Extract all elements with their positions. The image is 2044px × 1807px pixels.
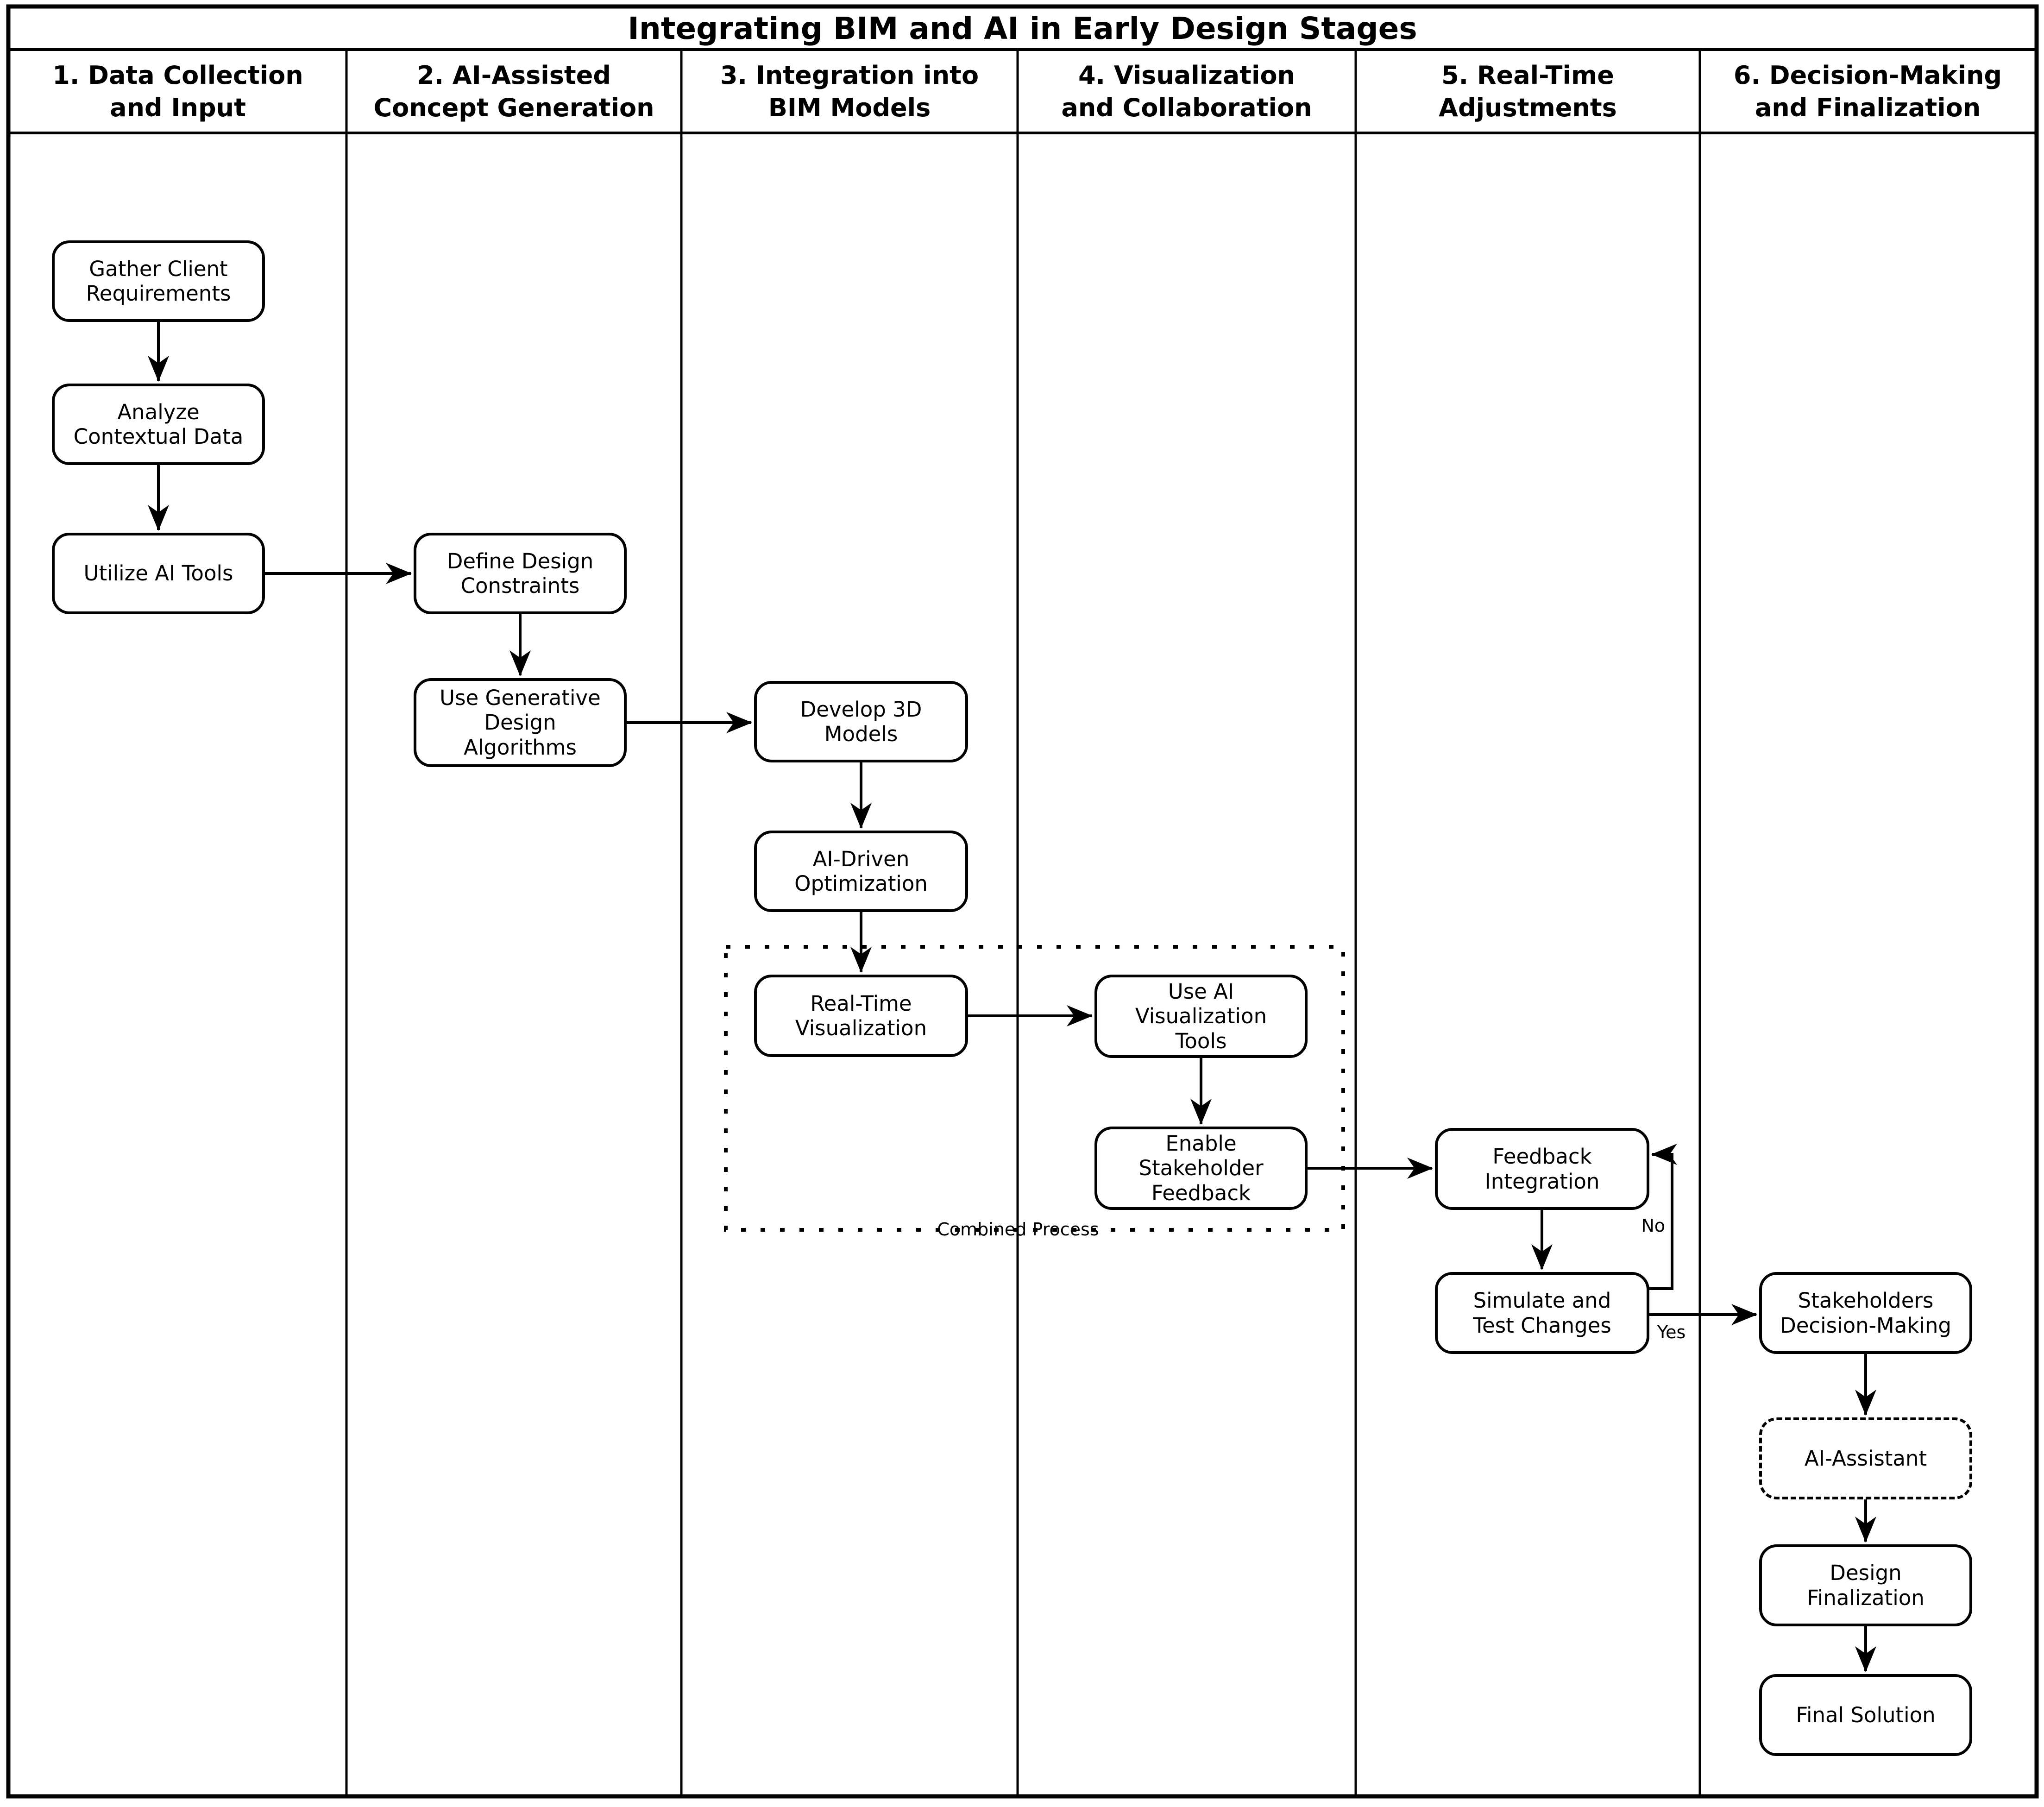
lane-header-decision-making: 6. Decision-Making and Finalization — [1733, 60, 2002, 122]
node-feedback-integration: Feedback Integration — [1435, 1128, 1649, 1210]
lane-header-data-collection: 1. Data Collection and Input — [52, 60, 303, 122]
node-enable-stakeholder-feedback: Enable Stakeholder Feedback — [1094, 1127, 1308, 1210]
node-use-generative-design-algorithms: Use Generative Design Algorithms — [414, 678, 627, 767]
node-use-ai-visualization-tools: Use AI Visualization Tools — [1094, 975, 1308, 1058]
node-develop-3d-models: Develop 3D Models — [754, 681, 968, 762]
node-simulate-and-test-changes: Simulate and Test Changes — [1435, 1272, 1649, 1354]
node-stakeholders-decision-making: Stakeholders Decision-Making — [1759, 1272, 1972, 1354]
node-utilize-ai-tools: Utilize AI Tools — [52, 533, 265, 614]
edge-simulate-no-loop-to-feedback — [1649, 1144, 1677, 1290]
combined-process-group-box — [724, 945, 1345, 1232]
combined-process-label: Combined Process — [937, 1219, 1099, 1240]
outer-frame — [6, 4, 2039, 1799]
node-ai-driven-optimization: AI-Driven Optimization — [754, 831, 968, 912]
diagram-title: Integrating BIM and AI in Early Design S… — [628, 11, 1417, 46]
node-real-time-visualization: Real-Time Visualization — [754, 975, 968, 1057]
lane-header-visualization: 4. Visualization and Collaboration — [1061, 60, 1312, 122]
node-design-finalization: Design Finalization — [1759, 1544, 1972, 1626]
node-gather-client-requirements: Gather Client Requirements — [52, 240, 265, 322]
lane-header-concept-generation: 2. AI-Assisted Concept Generation — [373, 60, 654, 122]
node-define-design-constraints: Define Design Constraints — [414, 533, 627, 614]
yes-branch-label: Yes — [1657, 1322, 1686, 1342]
lane-header-realtime-adjustments: 5. Real-Time Adjustments — [1439, 60, 1617, 122]
lane-header-bim-integration: 3. Integration into BIM Models — [720, 60, 979, 122]
node-final-solution: Final Solution — [1759, 1674, 1972, 1756]
no-branch-label: No — [1641, 1215, 1665, 1236]
node-ai-assistant: AI-Assistant — [1759, 1417, 1972, 1499]
node-analyze-contextual-data: Analyze Contextual Data — [52, 384, 265, 465]
